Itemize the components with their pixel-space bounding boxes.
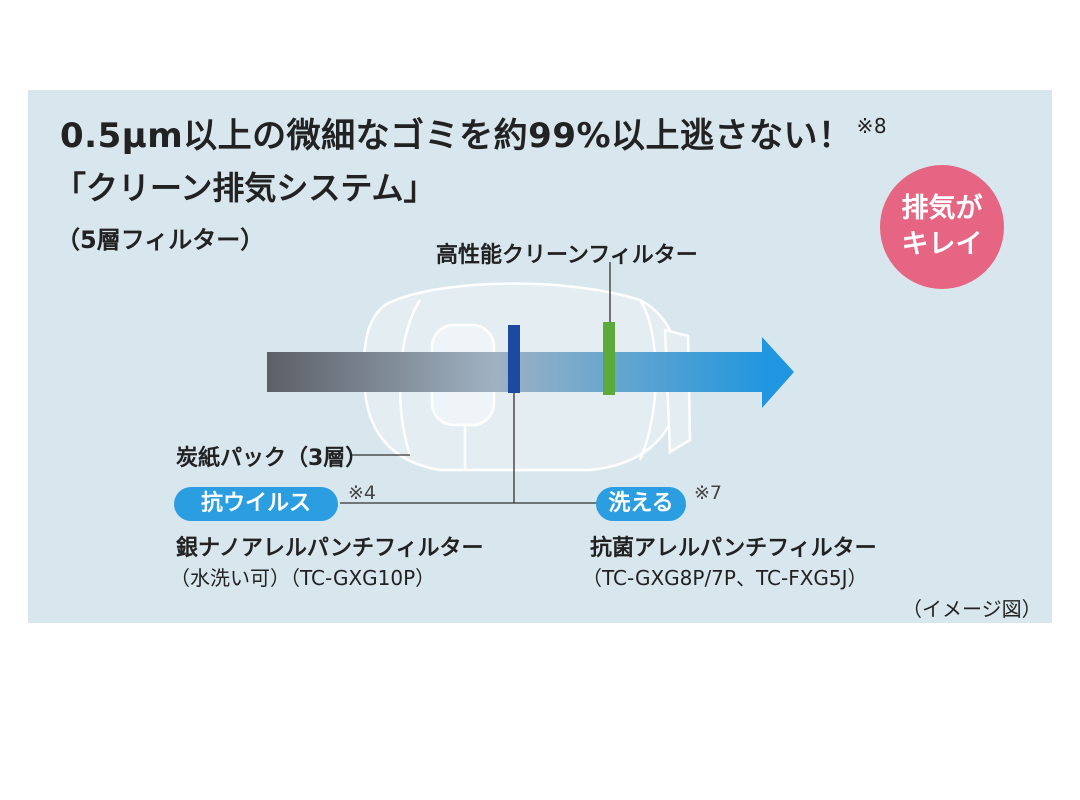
clean-filter-label: 高性能クリーンフィルター <box>436 243 698 268</box>
filter-layers: （5層フィルター） <box>56 226 265 254</box>
charcoal-pack-label: 炭紙パック（3層） <box>176 446 368 471</box>
washable-footnote: ※7 <box>694 482 723 504</box>
silver-nano-filter-model: （水洗い可）（TC-GXG10P） <box>170 566 436 590</box>
image-note: （イメージ図） <box>902 597 1042 621</box>
leader-lines <box>340 262 611 504</box>
headline: 0.5μm以上の微細なゴミを約99%以上逃さない！※8 <box>60 114 888 156</box>
clean-exhaust-line2: キレイ <box>901 229 983 260</box>
antibacterial-filter-name: 抗菌アレルパンチフィルター <box>590 536 877 561</box>
clean-exhaust-line1: 排気が <box>901 193 983 224</box>
system-name: 「クリーン排気システム」 <box>54 169 436 207</box>
silver-nano-filter-bar <box>508 325 520 393</box>
clean-exhaust-badge: 排気が キレイ <box>880 165 1004 289</box>
clean-filter-bar <box>603 322 615 395</box>
antiviral-badge: 抗ウイルス <box>174 487 338 521</box>
antiviral-footnote: ※4 <box>348 482 377 504</box>
silver-nano-filter-name: 銀ナノアレルパンチフィルター <box>176 536 484 561</box>
antibacterial-filter-model: （TC-GXG8P/7P、TC-FXG5J） <box>582 566 868 590</box>
washable-badge: 洗える <box>596 487 686 521</box>
headline-footnote: ※8 <box>856 114 888 138</box>
